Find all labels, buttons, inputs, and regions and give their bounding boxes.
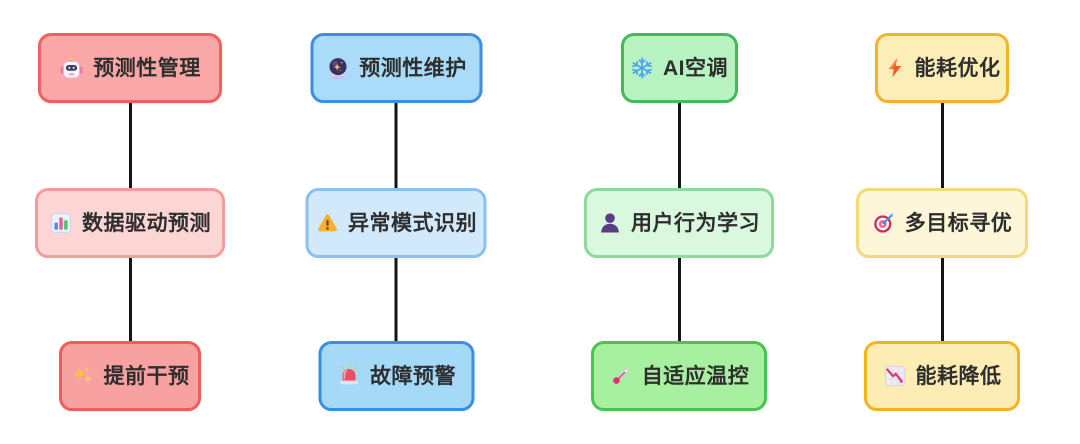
node-label: 用户行为学习	[631, 211, 760, 235]
connector-line	[940, 103, 944, 188]
flow-node: AI空调	[620, 33, 738, 103]
connector-line	[394, 258, 398, 341]
person-icon	[601, 213, 619, 233]
flow-node: 提前干预	[59, 341, 201, 411]
sparkles-icon	[72, 366, 92, 383]
flow-node: 用户行为学习	[584, 188, 774, 258]
node-label: 能耗优化	[914, 56, 1001, 80]
chart-down-icon	[884, 365, 905, 387]
node-label: 能耗降低	[915, 364, 1002, 388]
target-icon	[873, 213, 894, 233]
snowflake-icon	[632, 57, 652, 79]
node-label: 预测性管理	[93, 56, 201, 80]
node-label: 多目标寻优	[904, 211, 1013, 235]
node-label: 预测性维护	[359, 56, 467, 80]
flow-node: 异常模式识别	[305, 188, 487, 258]
node-label: 异常模式识别	[348, 211, 477, 235]
flow-node: 预测性管理	[38, 33, 222, 103]
flow-node: 自适应温控	[591, 341, 767, 411]
flow-node: 多目标寻优	[856, 188, 1028, 258]
flow-node: 预测性维护	[310, 33, 482, 103]
connector-line	[677, 103, 681, 188]
node-label: AI空调	[663, 56, 728, 80]
flow-node: 故障预警	[318, 341, 474, 411]
lightning-icon	[888, 58, 901, 78]
warning-icon	[317, 214, 337, 232]
connector-line	[940, 258, 944, 341]
node-label: 故障预警	[370, 364, 456, 388]
siren-icon	[339, 364, 358, 384]
node-label: 提前干预	[103, 364, 190, 388]
thermometer-icon	[612, 368, 629, 384]
connector-line	[128, 103, 132, 188]
crystal-ball-icon	[329, 57, 347, 79]
flow-column-predictive-maintenance: 预测性维护 异常模式识别 故障预警	[305, 33, 487, 411]
flow-node: 能耗降低	[864, 341, 1020, 411]
bar-chart-icon	[50, 212, 71, 233]
node-label: 自适应温控	[641, 364, 750, 388]
node-label: 数据驱动预测	[82, 211, 211, 235]
flow-column-predictive-management: 预测性管理 数据驱动预测 提前干预	[35, 33, 225, 411]
flow-column-ai-air-conditioning: AI空调 用户行为学习 自适应温控	[584, 33, 774, 411]
robot-icon	[60, 56, 83, 79]
connector-line	[128, 258, 132, 341]
flow-node: 能耗优化	[875, 33, 1009, 103]
flow-node: 数据驱动预测	[35, 188, 225, 258]
connector-line	[394, 103, 398, 188]
connector-line	[677, 258, 681, 341]
flow-column-energy-optimization: 能耗优化 多目标寻优	[856, 33, 1028, 411]
